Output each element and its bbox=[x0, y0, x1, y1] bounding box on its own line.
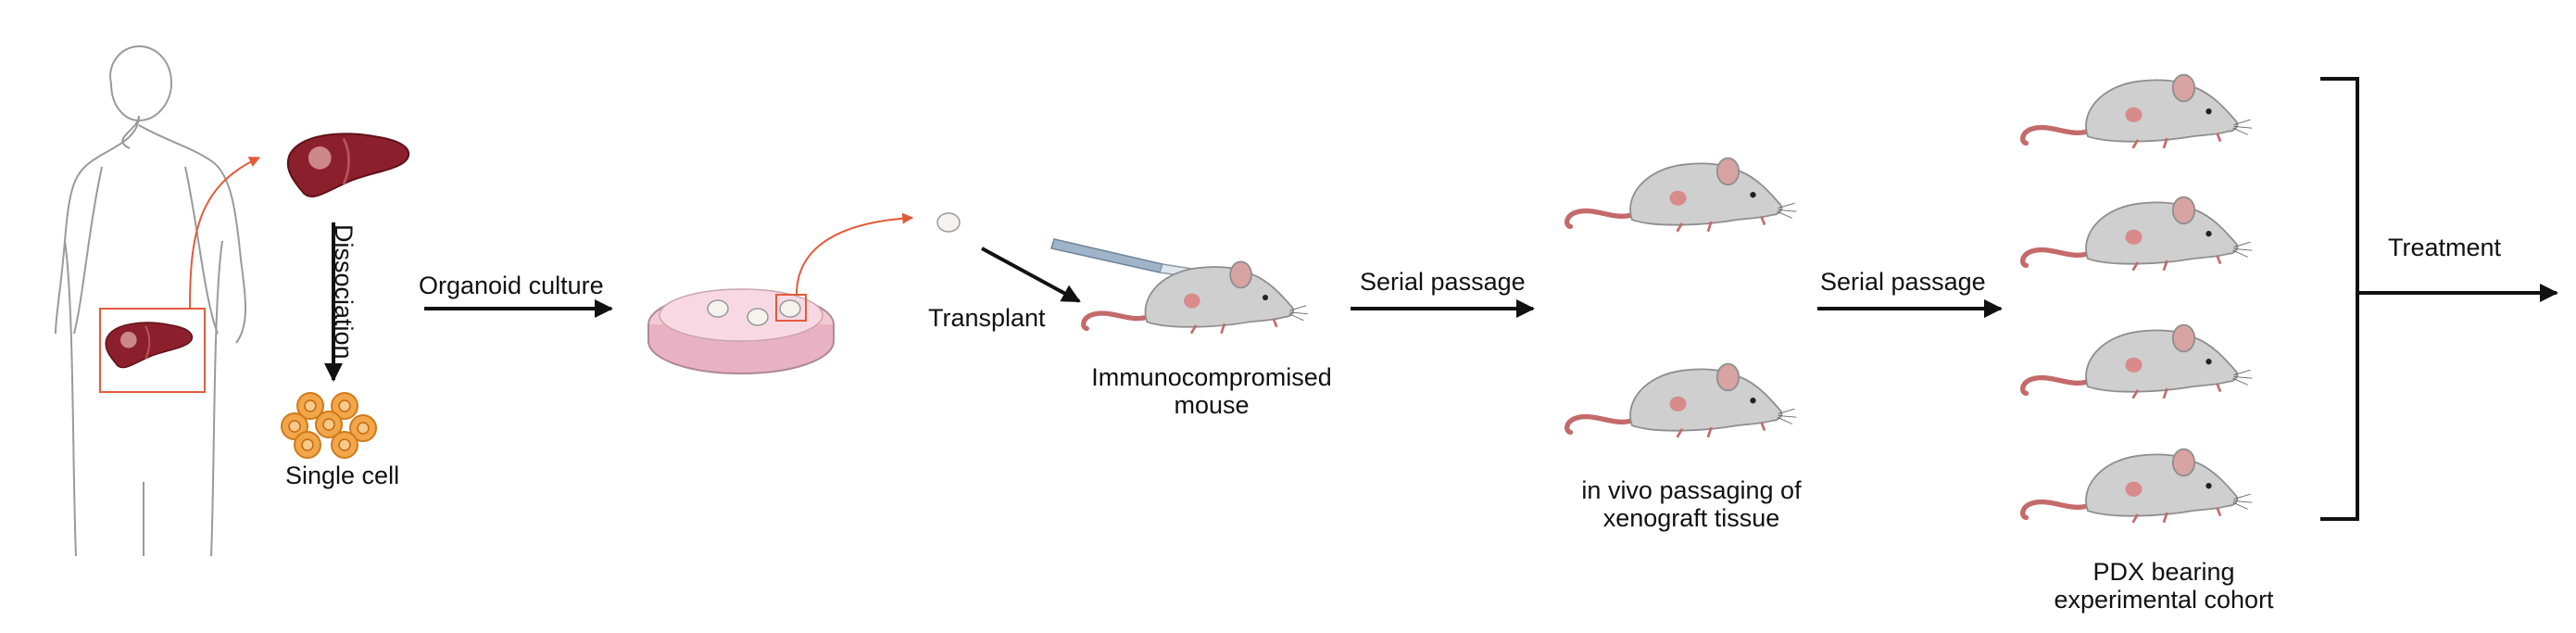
treatment-label: Treatment bbox=[2388, 234, 2502, 261]
transplant-label: Transplant bbox=[928, 304, 1046, 332]
cohort-bracket bbox=[2320, 77, 2359, 521]
dissociation-label: Dissociation bbox=[330, 224, 358, 360]
organoid-icon bbox=[747, 308, 769, 326]
in-vivo-label-line1: in vivo passaging of bbox=[1581, 476, 1802, 504]
immunocompromised-label-line1: Immunocompromised bbox=[1091, 363, 1332, 391]
mouse-icon bbox=[2023, 75, 2253, 148]
transplant-arrow bbox=[981, 247, 1081, 303]
mouse-icon bbox=[1084, 261, 1308, 333]
serial-passage-label-1: Serial passage bbox=[1360, 268, 1526, 296]
organoid-culture-label: Organoid culture bbox=[419, 272, 604, 299]
callout-line bbox=[796, 212, 914, 296]
in-vivo-label-line2: xenograft tissue bbox=[1602, 504, 1780, 532]
organoid-icon bbox=[779, 299, 801, 318]
organoid-highlight-box bbox=[775, 294, 807, 322]
mouse-icon bbox=[1567, 158, 1797, 232]
mouse-icon bbox=[2023, 197, 2253, 271]
single-cell-label: Single cell bbox=[285, 462, 400, 489]
serial-passage-label-2: Serial passage bbox=[1820, 268, 1986, 296]
liver-icon bbox=[105, 322, 194, 369]
liver-icon bbox=[286, 132, 410, 198]
immunocompromised-label-line2: mouse bbox=[1174, 391, 1250, 419]
cells-icon bbox=[281, 392, 377, 459]
mouse-icon bbox=[2023, 325, 2253, 399]
pdx-label-line2: experimental cohort bbox=[2054, 586, 2274, 614]
callout-line bbox=[189, 157, 261, 310]
liver-highlight-box bbox=[99, 308, 206, 393]
human-silhouette-icon bbox=[55, 44, 246, 557]
mouse-icon bbox=[2023, 449, 2253, 523]
organoid-icon bbox=[936, 212, 961, 233]
organoid-icon bbox=[707, 299, 729, 318]
petri-dish-icon bbox=[647, 288, 835, 375]
pdx-label-line1: PDX bearing bbox=[2092, 558, 2235, 586]
mouse-icon bbox=[1567, 364, 1797, 437]
